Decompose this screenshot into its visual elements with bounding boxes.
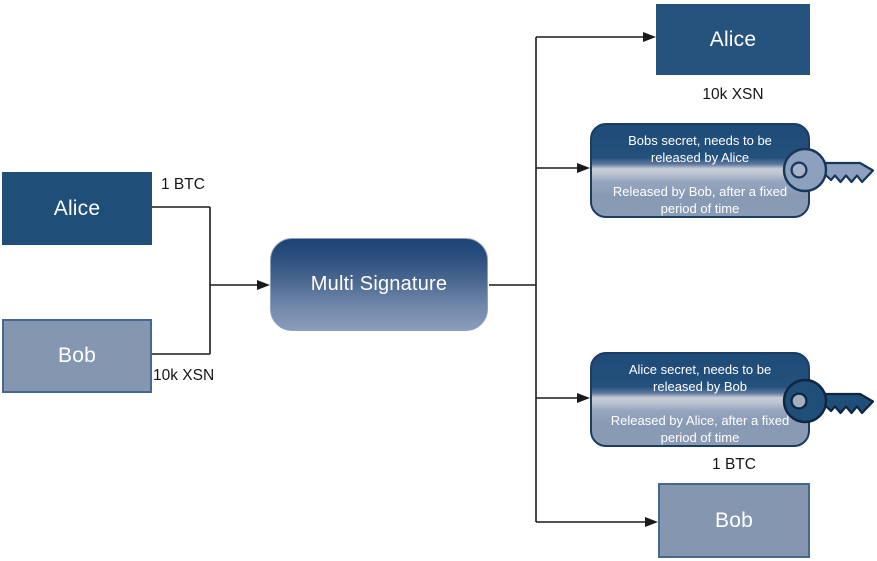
secret-alices-top-text: Alice secret, needs to be released by Bo… xyxy=(628,362,772,394)
node-alice-right-label: Alice xyxy=(709,27,757,51)
node-bob-right-label: Bob xyxy=(715,508,753,532)
arrowhead-right-alice xyxy=(643,32,656,42)
node-alice-left-label: Alice xyxy=(53,196,101,220)
node-multi-signature-label: Multi Signature xyxy=(310,273,448,295)
secret-box-alices: Alice secret, needs to be released by Bo… xyxy=(590,352,810,447)
label-right-bob-amount: 1 BTC xyxy=(712,456,756,473)
arrowhead-secret2 xyxy=(577,393,590,403)
node-alice-right: Alice xyxy=(656,4,810,75)
arrowhead-secret1 xyxy=(577,163,590,173)
key-icon xyxy=(782,147,875,193)
node-bob-left: Bob xyxy=(2,319,152,393)
node-alice-left: Alice xyxy=(2,172,152,245)
node-bob-left-label: Bob xyxy=(58,344,96,367)
secret-bobs-top-text: Bobs secret, needs to be released by Ali… xyxy=(628,133,772,165)
arrowhead-into-multisig xyxy=(257,280,270,290)
label-left-bob-amount: 10k XSN xyxy=(153,367,215,384)
node-multi-signature: Multi Signature xyxy=(270,238,488,331)
secret-bobs-bottom-text: Released by Bob, after a fixed period of… xyxy=(612,184,788,216)
node-bob-right: Bob xyxy=(658,483,810,558)
secret-box-bobs: Bobs secret, needs to be released by Ali… xyxy=(590,123,810,218)
key-icon xyxy=(782,378,875,424)
label-right-alice-amount: 10k XSN xyxy=(702,86,764,103)
arrowhead-right-bob xyxy=(645,517,658,527)
secret-alices-bottom-text: Released by Alice, after a fixed period … xyxy=(610,413,790,445)
label-left-alice-amount: 1 BTC xyxy=(161,176,205,193)
